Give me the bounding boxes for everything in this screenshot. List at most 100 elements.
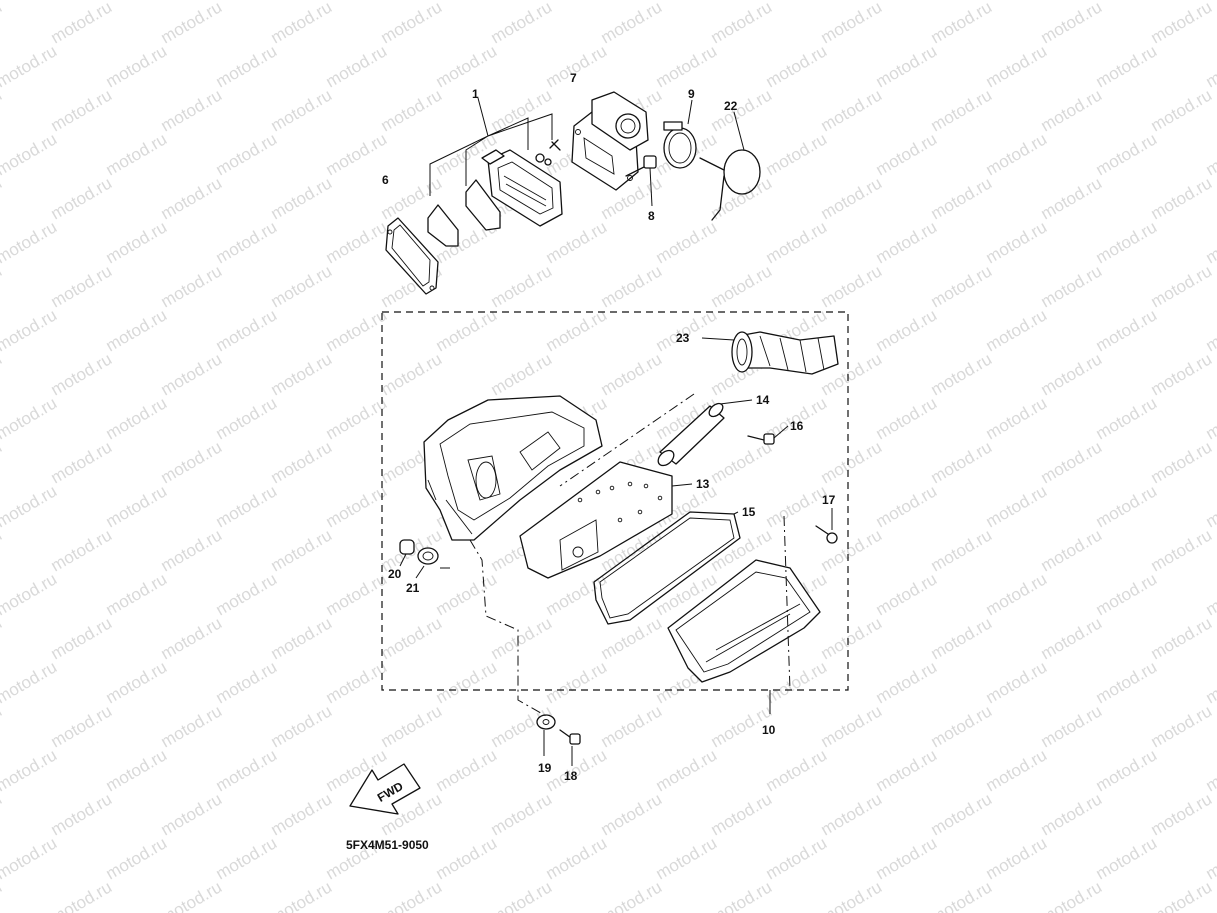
- callout-9: 9: [688, 87, 695, 101]
- watermark-text: motod.ru: [103, 0, 171, 3]
- watermark-text: motod.ru: [708, 877, 776, 913]
- watermark-text: motod.ru: [818, 173, 886, 223]
- screw-part-16: [747, 425, 789, 445]
- watermark-text: motod.ru: [0, 437, 5, 487]
- watermark-text: motod.ru: [1203, 217, 1217, 267]
- watermark-text: motod.ru: [543, 833, 611, 883]
- watermark-text: motod.ru: [268, 525, 336, 575]
- watermark-text: motod.ru: [1148, 789, 1216, 839]
- watermark-text: motod.ru: [268, 0, 336, 47]
- watermark-text: motod.ru: [983, 129, 1051, 179]
- intake-manifold-part-7: [571, 91, 649, 191]
- watermark-text: motod.ru: [1093, 393, 1161, 443]
- watermark-text: motod.ru: [928, 0, 996, 47]
- callout-18: 18: [564, 769, 578, 783]
- watermark-text: motod.ru: [213, 745, 281, 795]
- watermark-text: motod.ru: [653, 833, 721, 883]
- watermark-text: motod.ru: [818, 877, 886, 913]
- watermark-text: motod.ru: [0, 217, 60, 267]
- callout-1-leaders: [429, 97, 553, 196]
- watermark-text: motod.ru: [928, 349, 996, 399]
- watermark-text: motod.ru: [0, 657, 60, 707]
- watermark-text: motod.ru: [158, 85, 226, 135]
- watermark-text: motod.ru: [928, 261, 996, 311]
- watermark-text: motod.ru: [1148, 0, 1216, 47]
- watermark-text: motod.ru: [378, 613, 446, 663]
- small-screws-part-1: [535, 139, 561, 166]
- watermark-text: motod.ru: [598, 789, 666, 839]
- watermark-text: motod.ru: [1148, 261, 1216, 311]
- watermark-text: motod.ru: [1203, 569, 1217, 619]
- reed-petal-parts: [427, 179, 501, 247]
- assembly-guide-lines: [438, 393, 791, 717]
- watermark-text: motod.ru: [763, 41, 831, 91]
- watermark-text: motod.ru: [323, 305, 391, 355]
- watermark-text: motod.ru: [1093, 569, 1161, 619]
- watermark-text: motod.ru: [378, 701, 446, 751]
- watermark-text: motod.ru: [928, 173, 996, 223]
- watermark-text: motod.ru: [0, 833, 60, 883]
- watermark-text: motod.ru: [103, 481, 171, 531]
- watermark-text: motod.ru: [323, 217, 391, 267]
- watermark-text: motod.ru: [323, 129, 391, 179]
- watermark-text: motod.ru: [1203, 481, 1217, 531]
- watermark-text: motod.ru: [1203, 393, 1217, 443]
- watermark-text: motod.ru: [0, 613, 5, 663]
- watermark-text: motod.ru: [48, 261, 116, 311]
- watermark-text: motod.ru: [378, 0, 446, 47]
- watermark-text: motod.ru: [543, 305, 611, 355]
- watermark-text: motod.ru: [1038, 877, 1106, 913]
- watermark-text: motod.ru: [488, 261, 556, 311]
- watermark-text: motod.ru: [48, 613, 116, 663]
- watermark-text: motod.ru: [983, 41, 1051, 91]
- watermark-text: motod.ru: [488, 349, 556, 399]
- callout-17: 17: [822, 493, 836, 507]
- watermark-text: motod.ru: [983, 393, 1051, 443]
- watermark-text: motod.ru: [1038, 789, 1106, 839]
- watermark-text: motod.ru: [983, 745, 1051, 795]
- callout-14: 14: [756, 393, 770, 407]
- watermark-text: motod.ru: [763, 657, 831, 707]
- wire-clip-part-22: [699, 111, 761, 221]
- watermark-text: motod.ru: [1203, 833, 1217, 883]
- watermark-text: motod.ru: [0, 525, 5, 575]
- watermark-text: motod.ru: [818, 261, 886, 311]
- watermark-text: motod.ru: [873, 217, 941, 267]
- watermark-text: motod.ru: [158, 437, 226, 487]
- watermark-text: motod.ru: [48, 525, 116, 575]
- watermark-text: motod.ru: [873, 393, 941, 443]
- watermark-text: motod.ru: [268, 701, 336, 751]
- callout-22: 22: [724, 99, 738, 113]
- callout-7: 7: [570, 71, 577, 85]
- callout-16: 16: [790, 419, 804, 433]
- watermark-text: motod.ru: [1148, 613, 1216, 663]
- watermark-text: motod.ru: [433, 833, 501, 883]
- watermark-text: motod.ru: [708, 85, 776, 135]
- watermark-text: motod.ru: [708, 173, 776, 223]
- watermark-text: motod.ru: [0, 0, 5, 47]
- watermark-text: motod.ru: [1093, 217, 1161, 267]
- watermark-text: motod.ru: [818, 0, 886, 47]
- watermark-text: motod.ru: [928, 701, 996, 751]
- watermark-text: motod.ru: [323, 569, 391, 619]
- watermark-text: motod.ru: [433, 305, 501, 355]
- watermark-text: motod.ru: [268, 173, 336, 223]
- watermark-text: motod.ru: [1038, 349, 1106, 399]
- watermark-text: motod.ru: [48, 877, 116, 913]
- watermark-text: motod.ru: [928, 613, 996, 663]
- watermark-text: motod.ru: [983, 657, 1051, 707]
- watermark-text: motod.ru: [103, 393, 171, 443]
- watermark-text: motod.ru: [0, 261, 5, 311]
- watermark-text: motod.ru: [158, 613, 226, 663]
- watermark-text: motod.ru: [323, 0, 391, 3]
- watermark-text: motod.ru: [1148, 85, 1216, 135]
- watermark-text: motod.ru: [983, 217, 1051, 267]
- watermark-text: motod.ru: [268, 613, 336, 663]
- watermark-text: motod.ru: [598, 877, 666, 913]
- watermark-text: motod.ru: [873, 569, 941, 619]
- watermark-text: motod.ru: [213, 217, 281, 267]
- watermark-text: motod.ru: [653, 217, 721, 267]
- watermark-text: motod.ru: [1148, 877, 1216, 913]
- watermark-text: motod.ru: [708, 261, 776, 311]
- bolt-part-8: [625, 155, 657, 207]
